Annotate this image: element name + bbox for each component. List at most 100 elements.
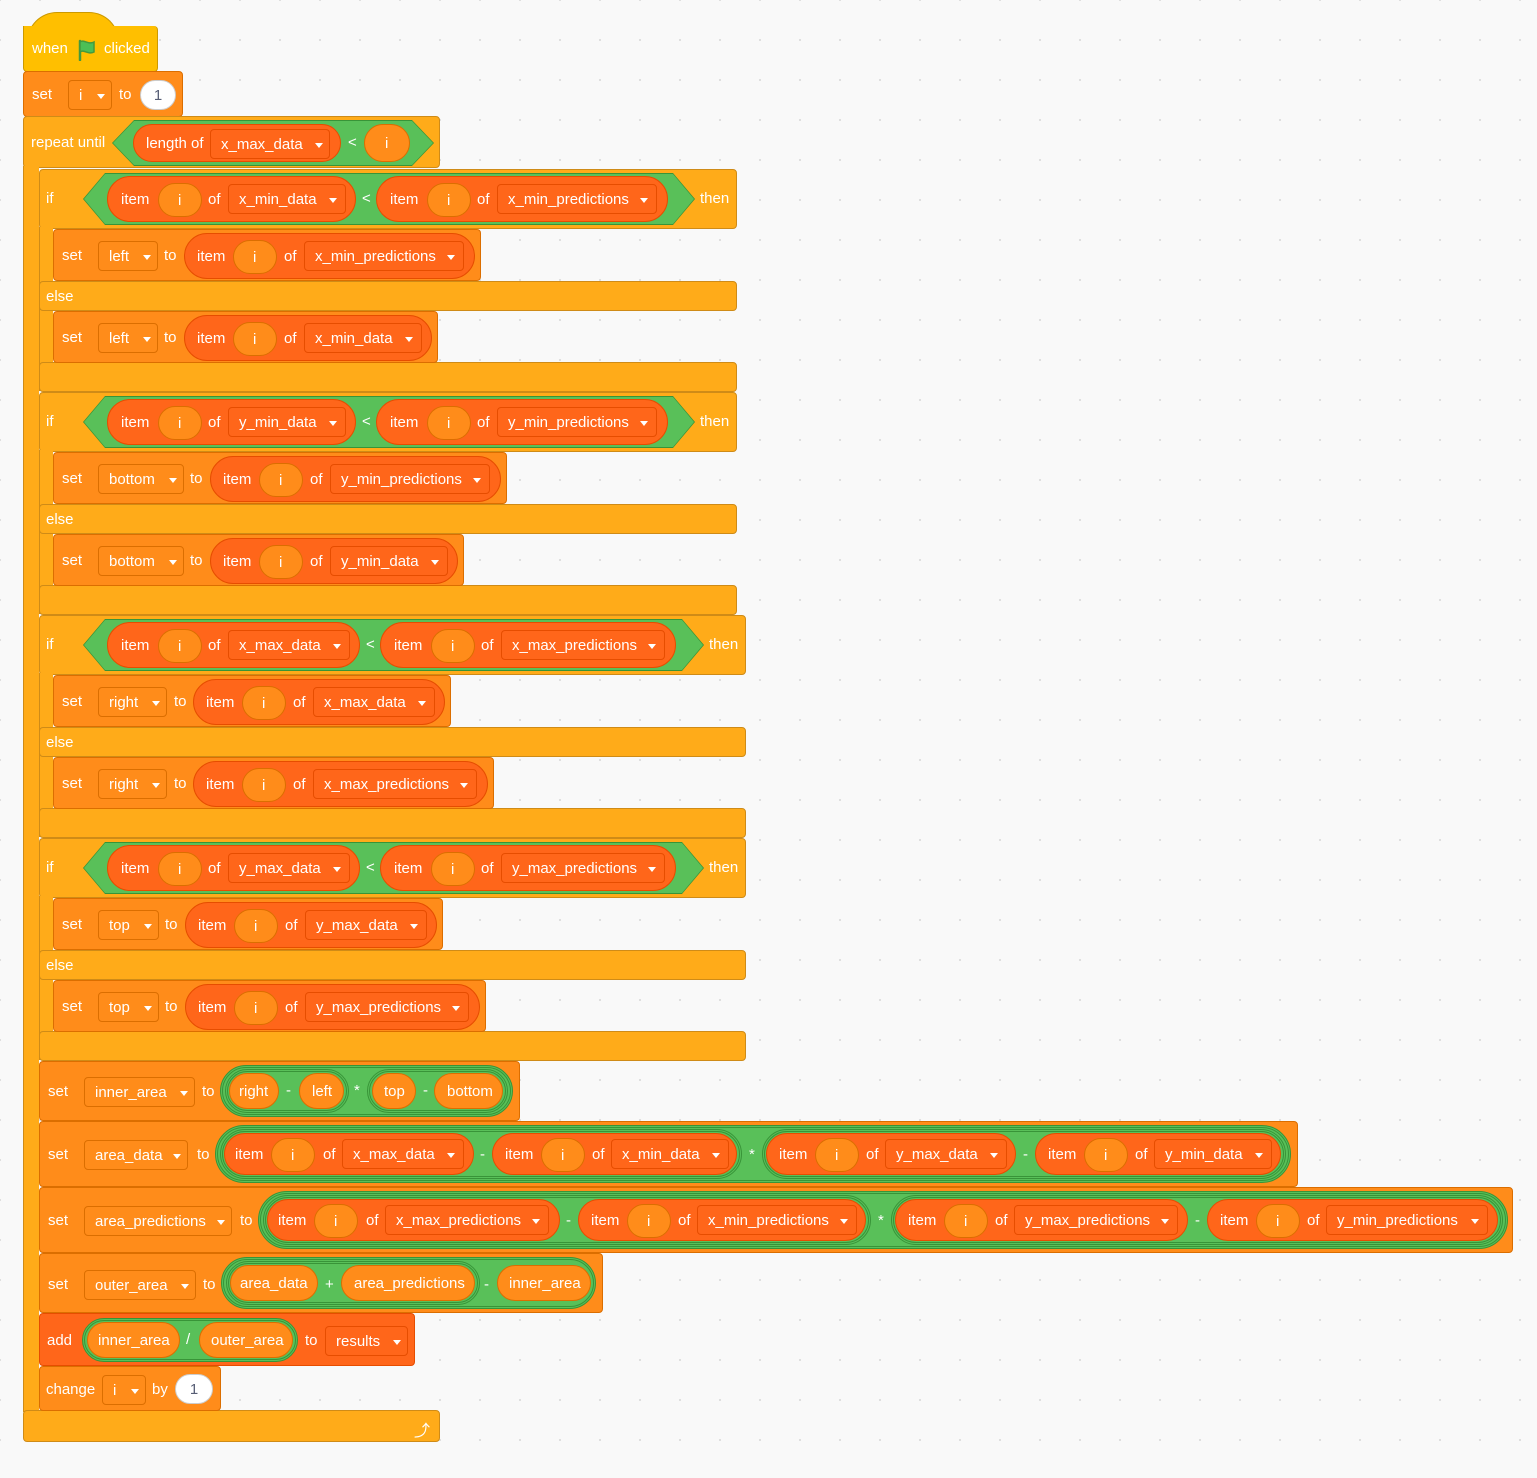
i-reporter[interactable]: i bbox=[427, 406, 471, 440]
variable-dropdown-i[interactable]: i bbox=[68, 80, 112, 110]
list-dropdown[interactable]: x_max_predictions bbox=[501, 630, 665, 660]
variable-dropdown[interactable]: outer_area bbox=[84, 1270, 196, 1300]
when-flag-clicked-block[interactable]: when clicked bbox=[23, 26, 158, 72]
item-of-block[interactable]: item i of x_min_predictions bbox=[184, 233, 475, 279]
area-data-reporter[interactable]: area_data bbox=[230, 1265, 318, 1301]
list-dropdown[interactable]: x_min_data bbox=[304, 323, 422, 353]
variable-dropdown[interactable]: top bbox=[98, 910, 159, 940]
i-reporter[interactable]: i bbox=[158, 406, 202, 440]
item-of-block[interactable]: item i of y_min_predictions bbox=[1207, 1199, 1498, 1241]
i-reporter[interactable]: i bbox=[427, 183, 471, 217]
i-reporter[interactable]: i bbox=[233, 240, 277, 274]
list-dropdown[interactable]: y_max_data bbox=[305, 910, 427, 940]
variable-dropdown[interactable]: bottom bbox=[98, 464, 184, 494]
item-of-block[interactable]: item i of y_max_data bbox=[107, 845, 360, 891]
list-dropdown[interactable]: y_max_predictions bbox=[305, 992, 469, 1022]
variable-dropdown[interactable]: left bbox=[98, 241, 158, 271]
item-of-block[interactable]: item i of y_min_predictions bbox=[210, 456, 501, 502]
i-reporter[interactable]: i bbox=[158, 852, 202, 886]
i-reporter[interactable]: i bbox=[431, 852, 475, 886]
i-reporter[interactable]: i bbox=[541, 1138, 585, 1172]
list-dropdown[interactable]: y_min_data bbox=[228, 407, 346, 437]
length-of-block[interactable]: length of x_max_data bbox=[133, 124, 341, 162]
variable-dropdown-i[interactable]: i bbox=[102, 1375, 146, 1405]
item-of-block[interactable]: item i of x_max_predictions bbox=[267, 1199, 560, 1241]
variable-dropdown[interactable]: left bbox=[98, 323, 158, 353]
list-dropdown[interactable]: x_min_data bbox=[228, 184, 346, 214]
number-input[interactable]: 1 bbox=[140, 80, 176, 110]
set-top-block[interactable]: set top to item i of y_max_predictions bbox=[53, 980, 486, 1032]
list-dropdown[interactable]: y_min_predictions bbox=[330, 464, 490, 494]
i-reporter[interactable]: i bbox=[431, 629, 475, 663]
list-dropdown[interactable]: x_max_data bbox=[210, 129, 330, 159]
set-i-block[interactable]: set i to 1 bbox=[23, 71, 183, 117]
item-of-block[interactable]: item i of y_min_predictions bbox=[376, 399, 668, 445]
item-of-block[interactable]: item i of x_min_data bbox=[107, 176, 356, 222]
list-dropdown[interactable]: y_max_data bbox=[228, 853, 350, 883]
change-i-block[interactable]: change i by 1 bbox=[39, 1366, 221, 1411]
set-right-block[interactable]: set right to item i of x_max_data bbox=[53, 675, 451, 727]
set-bottom-block[interactable]: set bottom to item i of y_min_prediction… bbox=[53, 452, 507, 504]
left-reporter[interactable]: left bbox=[299, 1073, 344, 1109]
variable-dropdown[interactable]: bottom bbox=[98, 546, 184, 576]
item-of-block[interactable]: item i of x_max_data bbox=[107, 622, 360, 668]
list-dropdown[interactable]: results bbox=[325, 1326, 408, 1356]
item-of-block[interactable]: item i of x_max_predictions bbox=[193, 761, 488, 807]
list-dropdown[interactable]: x_max_data bbox=[313, 687, 435, 717]
set-right-block[interactable]: set right to item i of x_max_predictions bbox=[53, 757, 494, 809]
set-bottom-block[interactable]: set bottom to item i of y_min_data bbox=[53, 534, 464, 586]
item-of-block[interactable]: item i of y_min_data bbox=[107, 399, 356, 445]
i-reporter[interactable]: i bbox=[233, 322, 277, 356]
i-reporter[interactable]: i bbox=[1256, 1204, 1300, 1238]
i-reporter[interactable]: i bbox=[158, 183, 202, 217]
i-reporter[interactable]: i bbox=[271, 1138, 315, 1172]
variable-dropdown[interactable]: right bbox=[98, 769, 167, 799]
item-of-block[interactable]: item i of x_max_predictions bbox=[380, 622, 676, 668]
i-reporter[interactable]: i bbox=[242, 686, 286, 720]
number-input[interactable]: 1 bbox=[175, 1374, 213, 1404]
item-of-block[interactable]: item i of y_max_predictions bbox=[185, 984, 480, 1030]
list-dropdown[interactable]: x_min_predictions bbox=[497, 184, 657, 214]
list-dropdown[interactable]: y_max_data bbox=[885, 1139, 1007, 1169]
item-of-block[interactable]: item i of y_min_data bbox=[1035, 1133, 1281, 1175]
bottom-reporter[interactable]: bottom bbox=[434, 1073, 503, 1109]
item-of-block[interactable]: item i of x_min_predictions bbox=[578, 1199, 866, 1241]
variable-dropdown[interactable]: area_data bbox=[84, 1140, 188, 1170]
item-of-block[interactable]: item i of y_max_predictions bbox=[895, 1199, 1188, 1241]
item-of-block[interactable]: item i of y_max_data bbox=[185, 902, 437, 948]
item-of-block[interactable]: item i of x_min_data bbox=[184, 315, 432, 361]
i-reporter[interactable]: i bbox=[234, 909, 278, 943]
top-reporter[interactable]: top bbox=[372, 1073, 416, 1109]
i-reporter[interactable]: i bbox=[1084, 1138, 1128, 1172]
list-dropdown[interactable]: y_min_predictions bbox=[1326, 1205, 1488, 1235]
set-left-block[interactable]: set left to item i of x_min_data bbox=[53, 311, 438, 363]
list-dropdown[interactable]: x_min_data bbox=[611, 1139, 729, 1169]
item-of-block[interactable]: item i of x_max_data bbox=[193, 679, 445, 725]
list-dropdown[interactable]: x_min_predictions bbox=[697, 1205, 857, 1235]
list-dropdown[interactable]: x_max_data bbox=[342, 1139, 464, 1169]
item-of-block[interactable]: item i of x_min_predictions bbox=[376, 176, 668, 222]
i-reporter[interactable]: i bbox=[314, 1204, 358, 1238]
outer-area-reporter[interactable]: outer_area bbox=[199, 1322, 293, 1358]
i-reporter[interactable]: i bbox=[158, 629, 202, 663]
variable-dropdown[interactable]: area_predictions bbox=[84, 1206, 232, 1236]
variable-dropdown[interactable]: right bbox=[98, 687, 167, 717]
i-reporter[interactable]: i bbox=[815, 1138, 859, 1172]
item-of-block[interactable]: item i of y_min_data bbox=[210, 538, 458, 584]
list-dropdown[interactable]: y_max_predictions bbox=[501, 853, 665, 883]
i-reporter[interactable]: i bbox=[627, 1204, 671, 1238]
right-reporter[interactable]: right bbox=[229, 1073, 279, 1109]
list-dropdown[interactable]: y_min_predictions bbox=[497, 407, 657, 437]
i-reporter[interactable]: i bbox=[259, 545, 303, 579]
i-reporter[interactable]: i bbox=[944, 1204, 988, 1238]
item-of-block[interactable]: item i of y_max_data bbox=[766, 1133, 1016, 1175]
list-dropdown[interactable]: x_max_data bbox=[228, 630, 350, 660]
i-reporter[interactable]: i bbox=[242, 768, 286, 802]
list-dropdown[interactable]: x_max_predictions bbox=[313, 769, 477, 799]
item-of-block[interactable]: item i of y_max_predictions bbox=[380, 845, 676, 891]
inner-area-reporter[interactable]: inner_area bbox=[87, 1322, 180, 1358]
variable-dropdown[interactable]: top bbox=[98, 992, 159, 1022]
i-reporter[interactable]: i bbox=[364, 124, 410, 162]
variable-dropdown[interactable]: inner_area bbox=[84, 1077, 195, 1107]
set-top-block[interactable]: set top to item i of y_max_data bbox=[53, 898, 443, 950]
